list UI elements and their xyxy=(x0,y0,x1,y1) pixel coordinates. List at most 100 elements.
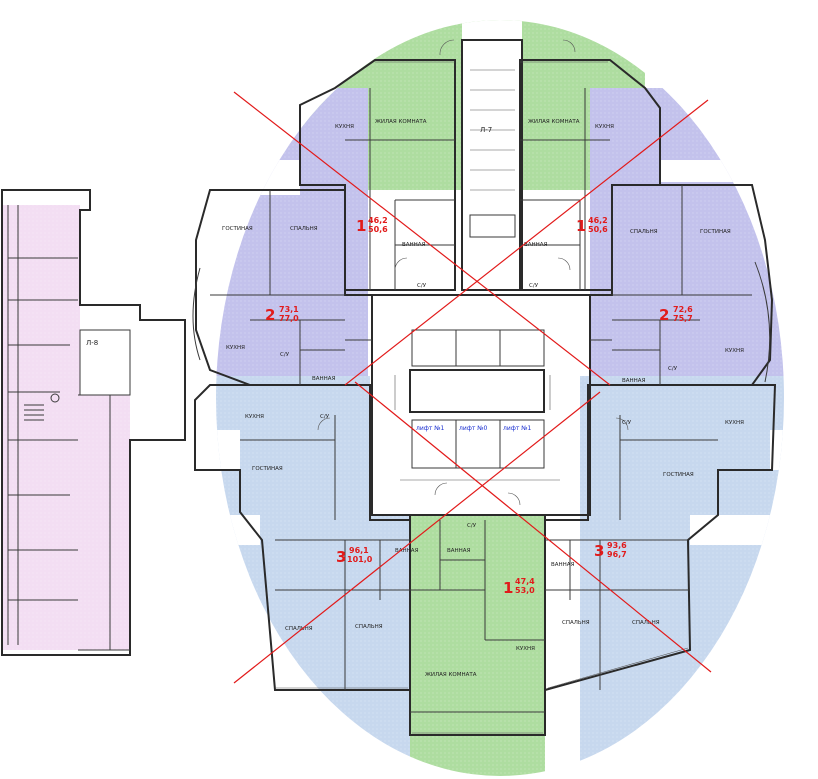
room-label-bath: ВАННАЯ xyxy=(524,242,548,248)
room-label-wc: С/У xyxy=(622,420,632,426)
partitions-low-right xyxy=(545,415,718,690)
wall-left-lower xyxy=(194,384,411,691)
room-label-kitchen: КУХНЯ xyxy=(725,348,744,354)
annex-small-stair xyxy=(24,404,44,421)
apartment-area: 96,7 xyxy=(607,550,627,559)
core-lift-dividers-top xyxy=(455,330,501,366)
apartment-number: 3 xyxy=(594,542,604,560)
wall-stair-top xyxy=(461,39,523,291)
room-label-wc: С/У xyxy=(529,283,539,289)
notch-left-low xyxy=(216,515,260,545)
apartment-area: 101,0 xyxy=(347,555,373,564)
room-label-lounge: ГОСТИНАЯ xyxy=(252,466,283,472)
notch-left-mid xyxy=(216,430,240,470)
apartment-area: 46,2 xyxy=(588,216,608,225)
core-lift-bank-bottom xyxy=(411,419,545,469)
apartment-marker: 1 46,2 50,6 xyxy=(356,216,388,235)
apartment-area: 75,7 xyxy=(673,314,693,323)
balcony-curve-left xyxy=(192,267,201,361)
room-label-living: ЖИЛАЯ КОМНАТА xyxy=(425,672,477,678)
apartment-area: 93,6 xyxy=(607,541,627,550)
cross-line xyxy=(354,381,712,673)
wall-right-apt2 xyxy=(589,184,774,386)
room-label-bath: ВАННАЯ xyxy=(312,376,336,382)
room-label-bedroom: СПАЛЬНЯ xyxy=(355,624,383,630)
partitions-mid-right xyxy=(590,185,752,385)
apartment-marker: 3 93,6 96,7 xyxy=(594,541,627,560)
apartment-markers: 1 46,2 50,6 1 46,2 50,6 2 73,1 77,0 2 72… xyxy=(265,216,693,597)
partitions-mid-left xyxy=(210,190,372,385)
apartment-area: 47,4 xyxy=(515,577,535,586)
apartment-area: 96,1 xyxy=(349,546,369,555)
apartment-marker: 2 72,6 75,7 xyxy=(659,305,693,324)
stair-label-left: Л-8 xyxy=(86,339,98,347)
room-label-bedroom: СПАЛЬНЯ xyxy=(562,620,590,626)
room-label-living: ЖИЛАЯ КОМНАТА xyxy=(375,119,427,125)
core-corridor-lines xyxy=(394,375,560,481)
apartment-marker: 3 96,1 101,0 xyxy=(336,546,373,566)
lift-label: лифт №1 xyxy=(416,425,445,432)
core-lift-bank-top xyxy=(411,329,545,367)
window-marks xyxy=(276,61,689,734)
cross-line xyxy=(233,91,611,386)
stair-top-steps xyxy=(470,69,515,191)
apartment-number: 1 xyxy=(576,217,586,235)
lift-labels: лифт №1 лифт №0 лифт №1 xyxy=(416,425,532,432)
apartment-number: 2 xyxy=(265,306,275,324)
core-lobby xyxy=(409,369,545,413)
notch-right-top xyxy=(660,160,784,182)
wall-top-left-apt xyxy=(299,59,456,291)
apartment-number: 1 xyxy=(503,579,513,597)
apartment-marker: 1 47,4 53,0 xyxy=(503,577,535,597)
tower-zones xyxy=(216,20,784,776)
room-label-bedroom: СПАЛЬНЯ xyxy=(632,620,660,626)
door-arcs xyxy=(317,39,629,506)
room-label-bath: ВАННАЯ xyxy=(551,562,575,568)
room-label-kitchen: КУХНЯ xyxy=(595,124,614,130)
apartment-marker: 1 46,2 50,6 xyxy=(576,216,608,235)
room-label-bath: ВАННАЯ xyxy=(622,378,646,384)
wall-core xyxy=(371,294,591,516)
cross-out-lines xyxy=(233,91,712,684)
apartment-area: 73,1 xyxy=(279,305,299,314)
apartment-area: 50,6 xyxy=(368,225,388,234)
partitions-bottom xyxy=(410,520,545,713)
room-label-wc: С/У xyxy=(280,352,290,358)
annex-stair-box xyxy=(79,329,131,396)
apartment-number: 2 xyxy=(659,306,669,324)
room-labels: КУХНЯ ЖИЛАЯ КОМНАТА ВАННАЯ С/У ЖИЛАЯ КОМ… xyxy=(222,119,744,678)
left-annex: Л-8 xyxy=(1,189,186,656)
stair-top-landing xyxy=(469,214,516,238)
room-label-lounge: ГОСТИНАЯ xyxy=(222,226,253,232)
cross-line xyxy=(233,391,601,684)
cross-line xyxy=(344,99,709,386)
apartment-number: 3 xyxy=(336,548,346,566)
tower-walls: Л-7 xyxy=(192,39,777,736)
lift-label: лифт №1 xyxy=(503,425,532,432)
room-label-kitchen: КУХНЯ xyxy=(226,345,245,351)
room-label-lounge: ГОСТИНАЯ xyxy=(663,472,694,478)
apartment-area: 77,0 xyxy=(279,314,299,323)
partitions-top xyxy=(345,88,610,290)
room-label-bath: ВАННАЯ xyxy=(447,548,471,554)
annex-inner-wall xyxy=(7,205,78,645)
stair-label-top: Л-7 xyxy=(480,126,492,134)
room-label-living: ЖИЛАЯ КОМНАТА xyxy=(528,119,580,125)
annex-lower-block xyxy=(130,440,182,650)
apartment-area: 72,6 xyxy=(673,305,693,314)
room-label-bath: ВАННАЯ xyxy=(402,242,426,248)
room-label-wc: С/У xyxy=(467,523,477,529)
apartment-area: 53,0 xyxy=(515,586,535,595)
balcony-curve-right xyxy=(754,261,771,383)
notch-right-low xyxy=(690,515,784,545)
room-label-bedroom: СПАЛЬНЯ xyxy=(630,229,658,235)
lift-label: лифт №0 xyxy=(459,425,488,432)
room-label-bedroom: СПАЛЬНЯ xyxy=(290,226,318,232)
partitions-low-left xyxy=(240,415,410,690)
annex-outer-wall xyxy=(1,189,186,656)
room-label-lounge: ГОСТИНАЯ xyxy=(700,229,731,235)
room-label-kitchen: КУХНЯ xyxy=(245,414,264,420)
room-label-bath: ВАННАЯ xyxy=(395,548,419,554)
